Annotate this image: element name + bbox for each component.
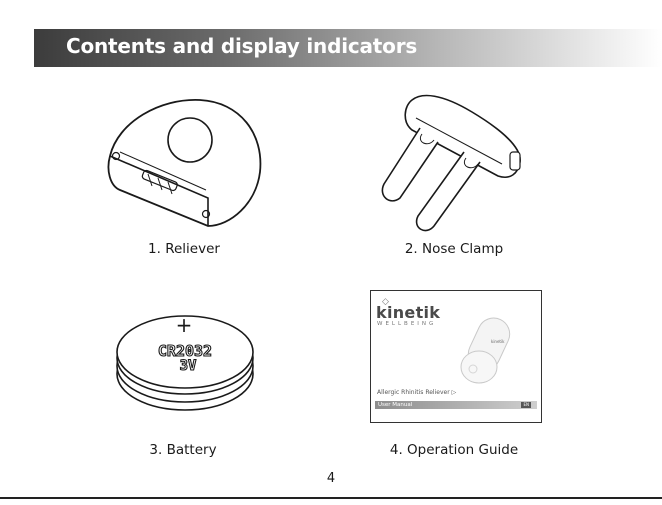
battery-illustration: + CR2032 3V [112, 306, 258, 418]
brand-subtitle: WELLBEING [377, 321, 436, 327]
language-badge: EN [521, 402, 533, 408]
svg-text:kinetik: kinetik [491, 339, 505, 344]
guide-bar-label: User Manual [378, 401, 412, 409]
guide-title-bar: User Manual EN [375, 401, 537, 409]
guide-product-name: Allergic Rhinitis Reliever ▷ [377, 389, 456, 396]
reliever-device-photo: kinetik [451, 315, 521, 387]
operation-guide-booklet: ◇ kinetik WELLBEING kinetik Allergic Rhi… [370, 290, 542, 423]
chevron-right-icon: ▷ [452, 389, 457, 396]
battery-voltage: 3V [180, 358, 197, 374]
battery-plus-sign: + [176, 313, 193, 337]
item-caption-operation-guide: 4. Operation Guide [390, 442, 518, 458]
item-caption-nose-clamp: 2. Nose Clamp [405, 241, 503, 257]
page-number: 4 [327, 471, 335, 486]
item-caption-reliever: 1. Reliever [148, 241, 220, 257]
footer-divider [0, 497, 662, 499]
item-caption-battery: 3. Battery [149, 442, 216, 458]
page-title: Contents and display indicators [66, 34, 417, 58]
brand-name: kinetik [376, 303, 440, 322]
reliever-illustration [100, 94, 268, 232]
nose-clamp-illustration [372, 88, 532, 238]
